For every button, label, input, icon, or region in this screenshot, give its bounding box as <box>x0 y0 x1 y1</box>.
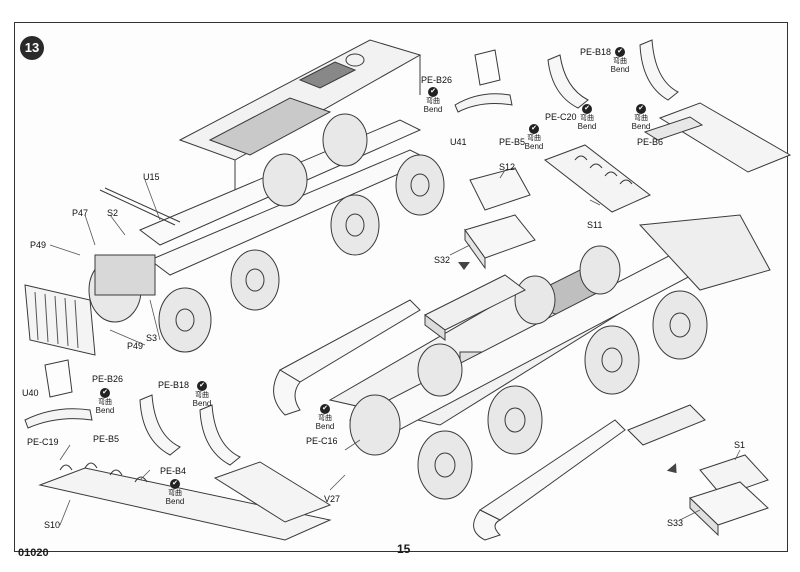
check-icon: ✔ <box>197 381 207 391</box>
bend-note: ✔ 弯曲 Bend <box>524 124 544 151</box>
part-label-u15: U15 <box>143 172 160 182</box>
check-icon: ✔ <box>428 87 438 97</box>
part-label-s32: S32 <box>434 255 451 265</box>
down-arrow-icon <box>458 262 470 270</box>
part-label-pe-b6: PE-B6 <box>637 137 664 147</box>
check-icon: ✔ <box>615 47 625 57</box>
check-icon: ✔ <box>636 104 646 114</box>
check-icon: ✔ <box>529 124 539 134</box>
part-label-pe-c20: PE-C20 <box>545 112 577 122</box>
bend-note: ✔ 弯曲 Bend <box>165 479 185 506</box>
part-label-s2: S2 <box>107 208 119 218</box>
bend-note: ✔ 弯曲 Bend <box>192 381 212 408</box>
bend-note: ✔ 弯曲 Bend <box>423 87 443 114</box>
part-label-pe-c16: PE-C16 <box>306 436 338 446</box>
part-label-u40: U40 <box>22 388 39 398</box>
bend-note: ✔ 弯曲 Bend <box>631 104 651 131</box>
part-label-pe-b5-bottom: PE-B5 <box>93 434 120 444</box>
part-label-pe-b26-top: PE-B26 <box>421 75 453 85</box>
step-number-badge: 13 <box>20 36 44 60</box>
part-label-pe-b18-top: PE-B18 <box>580 47 612 57</box>
part-label-pe-b5-top: PE-B5 <box>499 137 526 147</box>
page-number: 15 <box>397 542 411 556</box>
part-label-s33: S33 <box>667 518 684 528</box>
part-label-p49-b: P49 <box>127 341 144 351</box>
check-icon: ✔ <box>582 104 592 114</box>
part-label-p47: P47 <box>72 208 89 218</box>
part-label-pe-b26-bottom: PE-B26 <box>92 374 124 384</box>
part-label-pe-b18-bottom: PE-B18 <box>158 380 190 390</box>
part-label-v27: V27 <box>324 494 341 504</box>
part-label-pe-c19: PE-C19 <box>27 437 59 447</box>
bend-note: ✔ 弯曲 Bend <box>610 47 630 74</box>
part-label-pe-b4: PE-B4 <box>160 466 187 476</box>
part-label-s1: S1 <box>734 440 746 450</box>
part-label-s10: S10 <box>44 520 61 530</box>
bend-note: ✔ 弯曲 Bend <box>95 388 115 415</box>
bend-note: ✔ 弯曲 Bend <box>577 104 597 131</box>
part-label-s11: S11 <box>587 220 603 230</box>
part-label-u41: U41 <box>450 137 467 147</box>
check-icon: ✔ <box>170 479 180 489</box>
check-icon: ✔ <box>320 404 330 414</box>
check-icon: ✔ <box>100 388 110 398</box>
part-label-s3: S3 <box>146 333 158 343</box>
part-label-s12: S12 <box>499 162 516 172</box>
part-label-p49-a: P49 <box>30 240 47 250</box>
bend-note: ✔ 弯曲 Bend <box>315 404 335 431</box>
kit-code: 01020 <box>18 547 49 559</box>
